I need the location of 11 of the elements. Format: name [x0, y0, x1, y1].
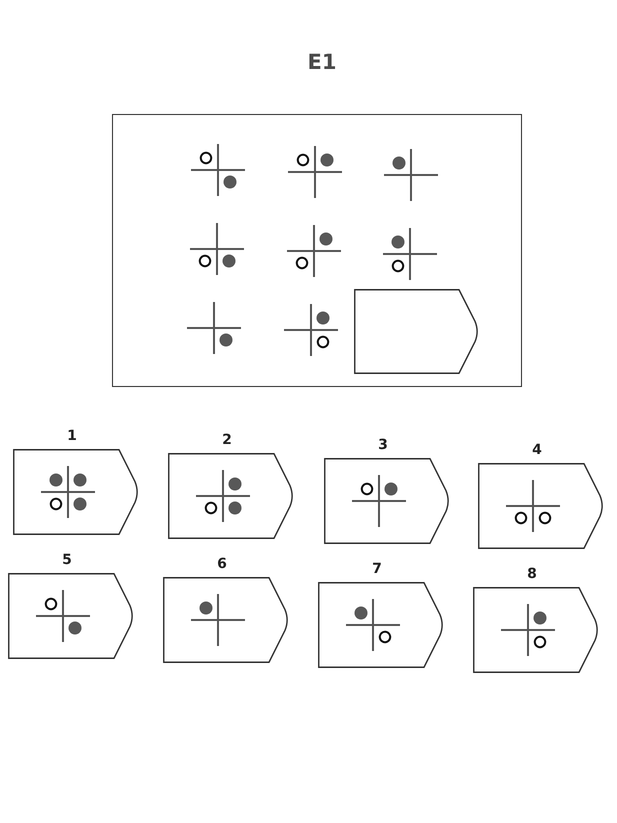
option-number: 6: [217, 557, 227, 571]
option-number: 1: [67, 429, 77, 443]
option-number: 5: [62, 553, 72, 567]
option-number: 2: [222, 433, 232, 447]
option-number: 7: [372, 562, 382, 576]
empty-answer-slot: [354, 289, 480, 374]
option-number: 8: [527, 567, 537, 581]
title: E1: [308, 52, 336, 73]
matrix-frame: [112, 114, 522, 387]
option-number: 4: [532, 443, 542, 457]
option-number: 3: [378, 438, 388, 452]
